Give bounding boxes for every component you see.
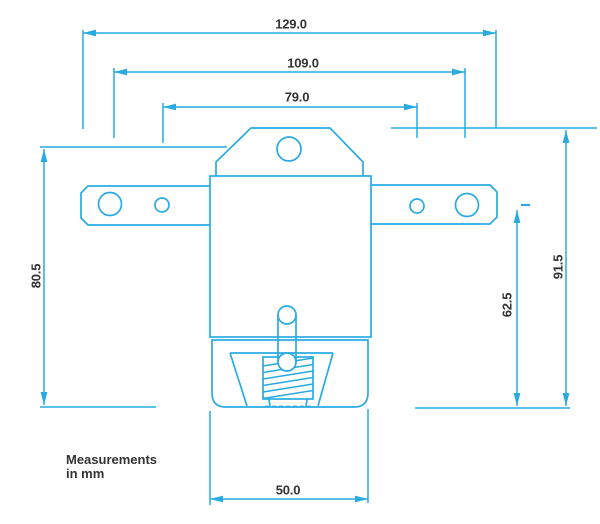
dimension-label-left-height: 80.5 — [28, 263, 44, 289]
dimension-label-bracket-height: 62.5 — [499, 292, 515, 318]
arrow-left — [83, 29, 96, 37]
units-note-line2: in mm — [66, 466, 105, 481]
main-body — [209, 175, 372, 338]
arrow-right — [483, 29, 496, 37]
dimension-lines — [40, 30, 597, 505]
units-note-line1: Measurements — [66, 452, 158, 467]
skirt-right-slant — [317, 352, 334, 407]
arrow-up — [513, 210, 521, 223]
dimension-label-base-width: 50.0 — [275, 482, 301, 498]
skirt-left-slant — [229, 352, 248, 407]
component-outline — [80, 127, 498, 408]
arrow-right — [404, 103, 417, 111]
dimension-label-inner-width: 79.0 — [284, 89, 310, 105]
mounting-bracket-left — [80, 185, 210, 226]
stud-foot — [268, 398, 308, 407]
arrow-down — [40, 392, 48, 405]
arrow-right — [452, 68, 465, 76]
arrow-left — [114, 68, 127, 76]
arrow-left — [163, 103, 176, 111]
arrow-right — [355, 495, 368, 503]
mounting-bracket-right — [371, 184, 498, 225]
dimension-label-overall-height: 91.5 — [550, 254, 566, 280]
bracket-hole-small-right — [409, 198, 425, 214]
dimension-label-outer-width: 129.0 — [275, 16, 307, 32]
dimension-label-middle-width: 109.0 — [287, 55, 319, 71]
top-cap — [215, 127, 364, 176]
dimension-arrows — [40, 29, 570, 503]
arrow-up — [562, 130, 570, 143]
bracket-hole-large-right — [454, 192, 480, 218]
lower-housing — [211, 339, 369, 408]
arrow-down — [562, 393, 570, 406]
top-cap-hole — [276, 136, 302, 162]
bracket-hole-large-left — [97, 191, 123, 217]
units-note: Measurements in mm — [66, 453, 157, 481]
plunger-upper-eye — [277, 305, 297, 325]
bracket-hole-small-left — [154, 197, 170, 213]
arrow-left — [210, 495, 223, 503]
plunger-lower-eye — [277, 352, 297, 372]
arrow-down — [513, 393, 521, 406]
arrow-up — [40, 149, 48, 162]
